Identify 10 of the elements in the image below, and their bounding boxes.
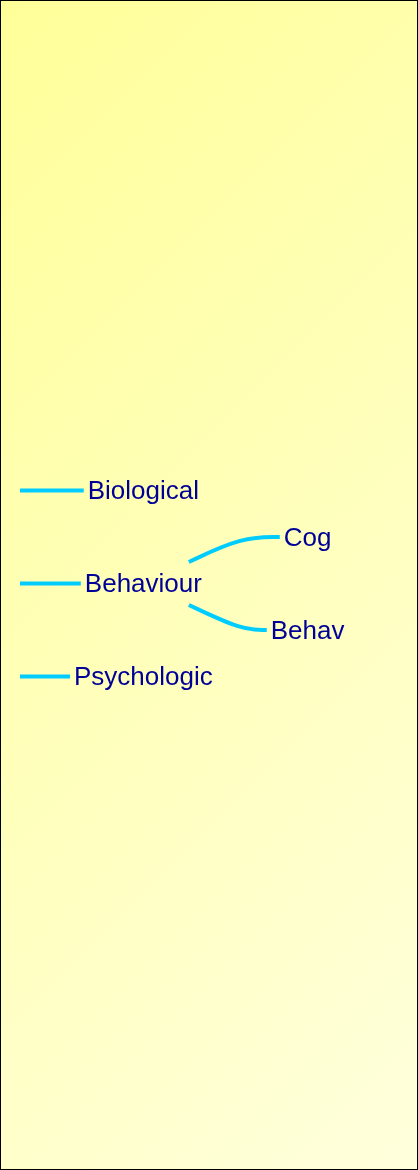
node-text: Biological: [87, 474, 200, 505]
node-text: Behaviour: [84, 567, 202, 598]
connector-line: [20, 488, 84, 492]
node-text: Psychologic: [74, 660, 213, 691]
connector-line: [20, 581, 81, 585]
connector-line: [188, 602, 267, 632]
connector-line: [20, 674, 70, 678]
node-text: Cog: [283, 521, 332, 551]
connector-line: [188, 534, 280, 564]
node-text: Behav: [270, 614, 345, 644]
